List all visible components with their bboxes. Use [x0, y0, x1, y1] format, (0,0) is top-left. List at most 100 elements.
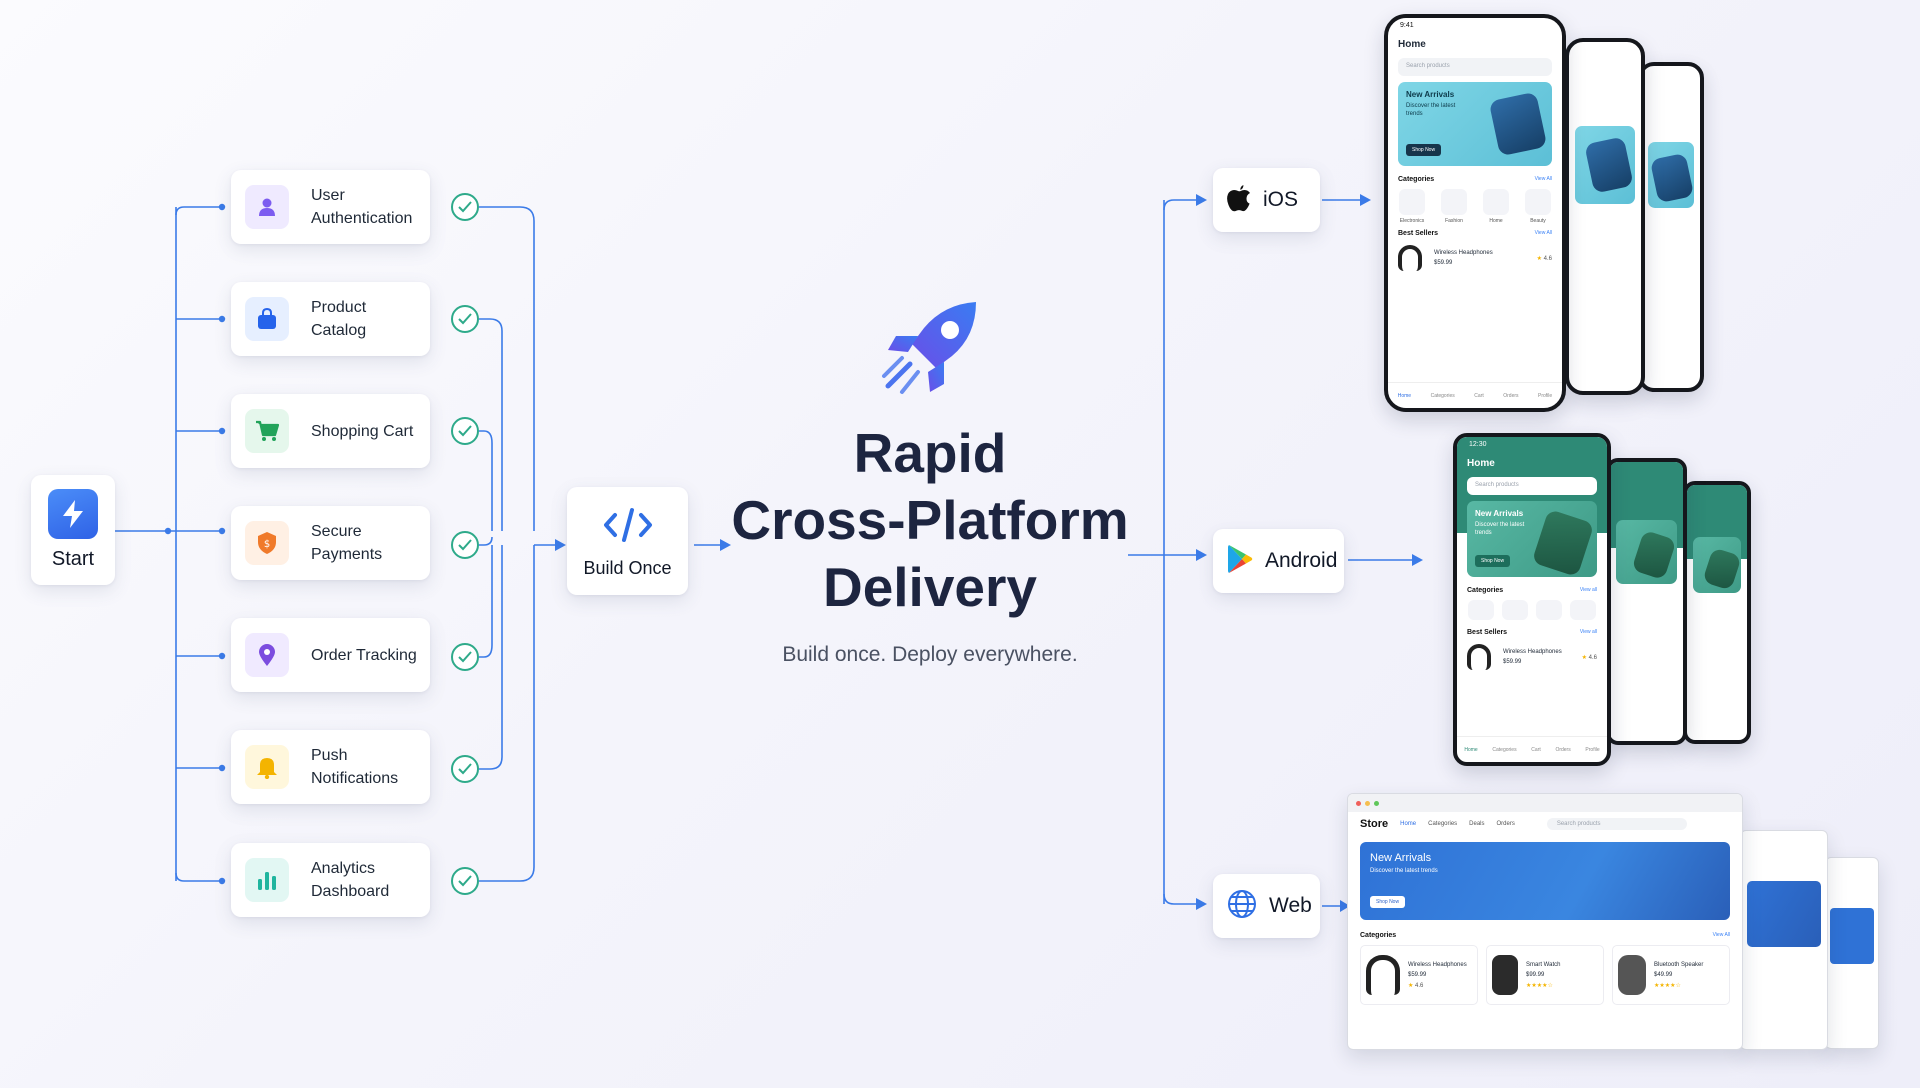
tab-orders[interactable]: Orders — [1555, 746, 1571, 753]
product-name: Wireless Headphones — [1408, 961, 1467, 968]
rating-value: 4.6 — [1543, 255, 1552, 262]
product-price: $59.99 — [1408, 971, 1427, 978]
nav-orders[interactable]: Orders — [1496, 821, 1515, 827]
title-line: Rapid — [853, 422, 1007, 484]
category-item[interactable] — [1569, 600, 1597, 623]
feature-label: Shopping Cart — [311, 422, 414, 440]
cart-icon — [245, 409, 289, 453]
platform-android: Android — [1213, 529, 1344, 593]
category-label: Beauty — [1530, 218, 1546, 224]
speaker-icon — [1618, 955, 1646, 995]
category-item[interactable]: Electronics — [1398, 189, 1426, 224]
shop-now-button[interactable]: Shop Now — [1370, 896, 1406, 908]
store-brand[interactable]: Store — [1360, 818, 1389, 830]
hero-subtitle: Discover the latest trends — [1370, 868, 1438, 874]
web-nav: Store Home Categories Deals Orders Searc… — [1348, 812, 1742, 836]
tab-profile[interactable]: Profile — [1538, 392, 1553, 399]
product-row[interactable]: Wireless Headphones$59.99 ★ 4.6 — [1457, 640, 1607, 674]
tab-bar: Home Categories Cart Orders Profile — [1457, 736, 1607, 762]
play-store-icon — [1227, 544, 1253, 579]
lightning-icon — [48, 489, 98, 539]
product-image — [1488, 91, 1548, 157]
view-all-link[interactable]: View all — [1579, 587, 1597, 593]
product-name: Wireless Headphones — [1434, 250, 1493, 256]
view-all-link[interactable]: View All — [1712, 932, 1730, 938]
category-label: Home — [1489, 218, 1503, 224]
nav-home[interactable]: Home — [1400, 821, 1417, 827]
categories-title: Categories — [1467, 587, 1504, 594]
hero-banner: New Arrivals Discover the latest trends … — [1360, 842, 1730, 920]
tab-cart[interactable]: Cart — [1531, 746, 1541, 753]
shop-now-button[interactable]: Shop Now — [1475, 555, 1511, 567]
feature-push-notifications: Push Notifications — [231, 730, 430, 804]
feature-label: User Authentication — [311, 187, 413, 227]
check-icon — [451, 867, 479, 895]
category-item[interactable] — [1535, 600, 1563, 623]
shop-now-button[interactable]: Shop Now — [1406, 144, 1442, 156]
product-card[interactable]: Smart Watch$99.99★★★★☆ — [1486, 945, 1604, 1005]
nav-categories[interactable]: Categories — [1428, 821, 1458, 827]
category-item[interactable]: Fashion — [1440, 189, 1468, 224]
title-line: Cross-Platform — [731, 489, 1129, 551]
product-price: $49.99 — [1654, 971, 1673, 978]
check-icon — [451, 531, 479, 559]
build-once-label: Build Once — [583, 558, 672, 578]
category-item[interactable]: Beauty — [1524, 189, 1552, 224]
search-input[interactable]: Search products — [1467, 477, 1597, 495]
feature-order-tracking: Order Tracking — [231, 618, 430, 692]
product-name: Bluetooth Speaker — [1654, 961, 1704, 968]
search-input[interactable]: Search products — [1546, 818, 1687, 830]
platform-web: Web — [1213, 874, 1320, 938]
category-list: Electronics Fashion Home Beauty — [1388, 187, 1562, 226]
tab-cart[interactable]: Cart — [1474, 392, 1484, 399]
app-header: Home — [1398, 39, 1426, 50]
categories-header: Categories View All — [1348, 926, 1742, 945]
headphones-icon — [1467, 644, 1491, 670]
categories-title: Categories — [1360, 932, 1397, 939]
web-window-middle — [1740, 830, 1828, 1050]
rating: ★ 4.6 — [1536, 255, 1552, 262]
tab-home[interactable]: Home — [1464, 746, 1478, 753]
headphones-icon — [1398, 245, 1422, 271]
check-icon — [451, 755, 479, 783]
android-phone-back — [1683, 481, 1751, 744]
view-all-link[interactable]: View all — [1579, 629, 1597, 635]
product-row[interactable]: Wireless Headphones$59.99 ★ 4.6 — [1388, 241, 1562, 275]
search-input[interactable]: Search products — [1398, 58, 1552, 76]
tab-categories[interactable]: Categories — [1492, 746, 1517, 753]
rocket-icon — [874, 298, 984, 413]
rating: ★ 4.6 — [1581, 654, 1597, 661]
categories-header: Categories View all — [1457, 583, 1607, 598]
tab-home[interactable]: Home — [1397, 392, 1412, 399]
maximize-dot-icon[interactable] — [1374, 800, 1379, 806]
svg-text:$: $ — [264, 539, 270, 550]
tab-profile[interactable]: Profile — [1585, 746, 1600, 753]
feature-secure-payments: $ Secure Payments — [231, 506, 430, 580]
smart-watch-icon — [1492, 955, 1518, 995]
build-once-node: Build Once — [567, 487, 688, 595]
feature-label: Order Tracking — [311, 646, 417, 664]
product-card[interactable]: Wireless Headphones$59.99★ 4.6 — [1360, 945, 1478, 1005]
category-item[interactable] — [1467, 600, 1495, 623]
category-label: Fashion — [1445, 218, 1463, 224]
check-icon — [451, 643, 479, 671]
view-all-link[interactable]: View All — [1534, 176, 1552, 182]
product-rating: ★★★★☆ — [1654, 982, 1681, 989]
product-grid: Wireless Headphones$59.99★ 4.6 Smart Wat… — [1348, 945, 1742, 1005]
feature-product-catalog: Product Catalog — [231, 282, 430, 356]
close-dot-icon[interactable] — [1356, 800, 1361, 806]
category-item[interactable] — [1501, 600, 1529, 623]
hero-banner: New Arrivals Discover the latest trends … — [1398, 82, 1552, 166]
minimize-dot-icon[interactable] — [1365, 800, 1370, 806]
view-all-link[interactable]: View All — [1534, 230, 1552, 236]
category-item[interactable]: Home — [1482, 189, 1510, 224]
user-icon — [245, 185, 289, 229]
tab-bar: Home Categories Cart Orders Profile — [1388, 382, 1562, 408]
tab-orders[interactable]: Orders — [1503, 392, 1519, 399]
app-header: Home — [1467, 458, 1495, 469]
product-card[interactable]: Bluetooth Speaker $49.99 ★★★★☆ — [1612, 945, 1730, 1005]
tab-categories[interactable]: Categories — [1430, 392, 1455, 399]
nav-deals[interactable]: Deals — [1469, 821, 1485, 827]
check-icon — [451, 417, 479, 445]
categories-title: Categories — [1398, 176, 1435, 183]
